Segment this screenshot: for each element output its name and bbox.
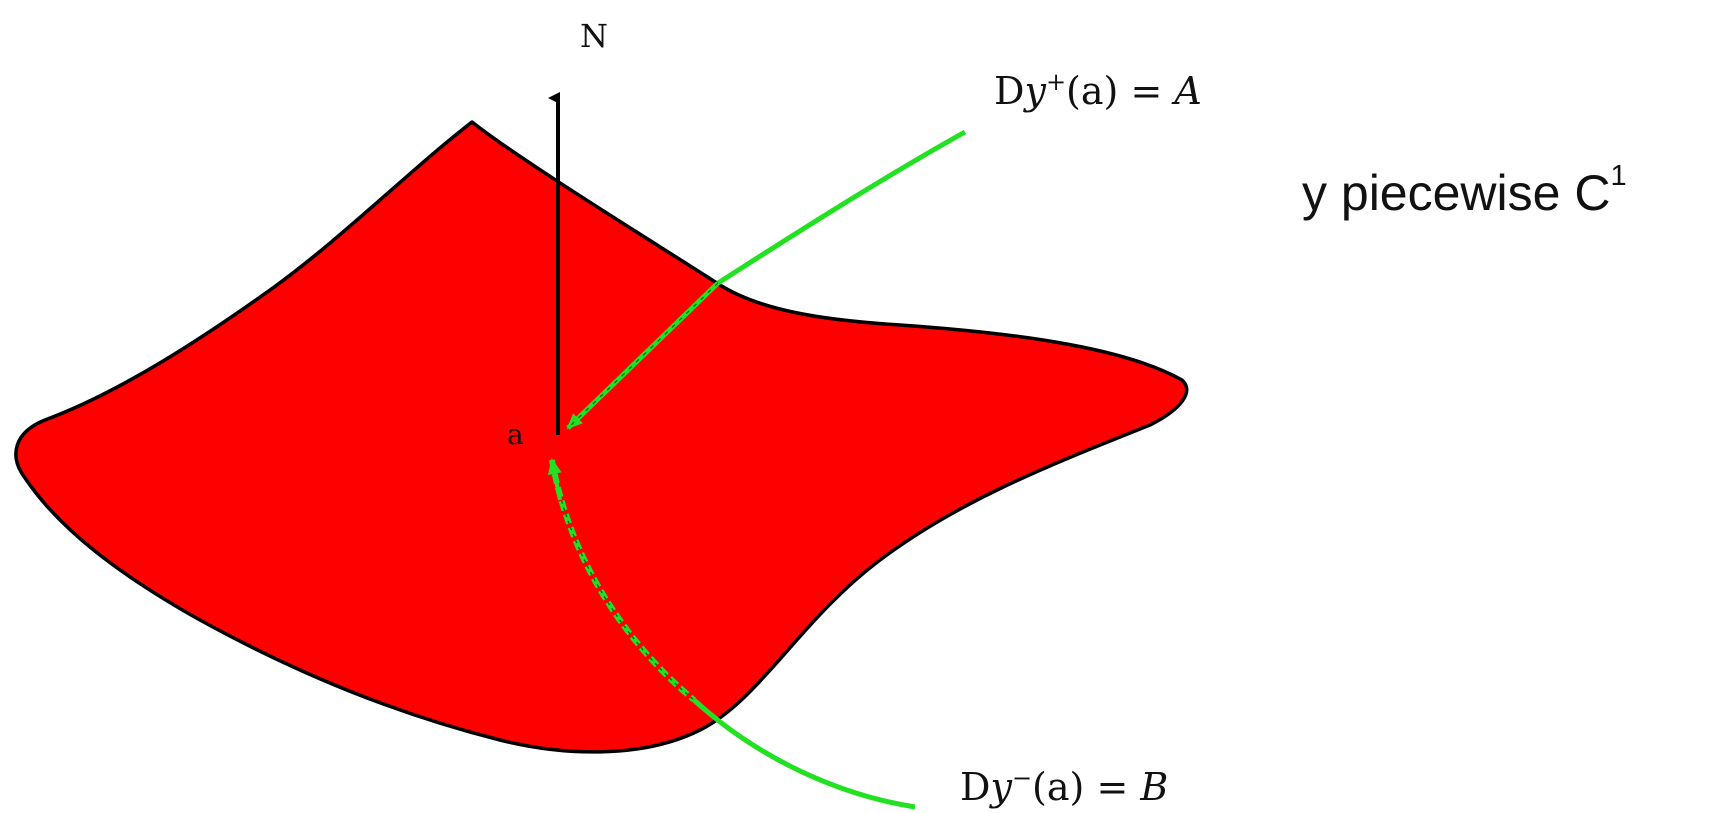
curve-lower-segment (692, 698, 916, 810)
upper-tangent-label: Dy+(a) = A (994, 68, 1202, 113)
normal-label: N (580, 17, 608, 55)
red-surface (14, 120, 1189, 754)
curve-upper-segment (716, 129, 967, 286)
caption-superscript: 1 (1610, 160, 1627, 192)
caption-main: y piecewise C (1302, 165, 1611, 221)
tangent-arrow-lower (547, 458, 562, 501)
point-label: a (507, 418, 524, 451)
caption-text: y piecewise C1 (1302, 162, 1627, 221)
tangent-arrow-upper-dash (567, 282, 719, 429)
lower-tangent-label: Dy−(a) = B (960, 764, 1168, 809)
